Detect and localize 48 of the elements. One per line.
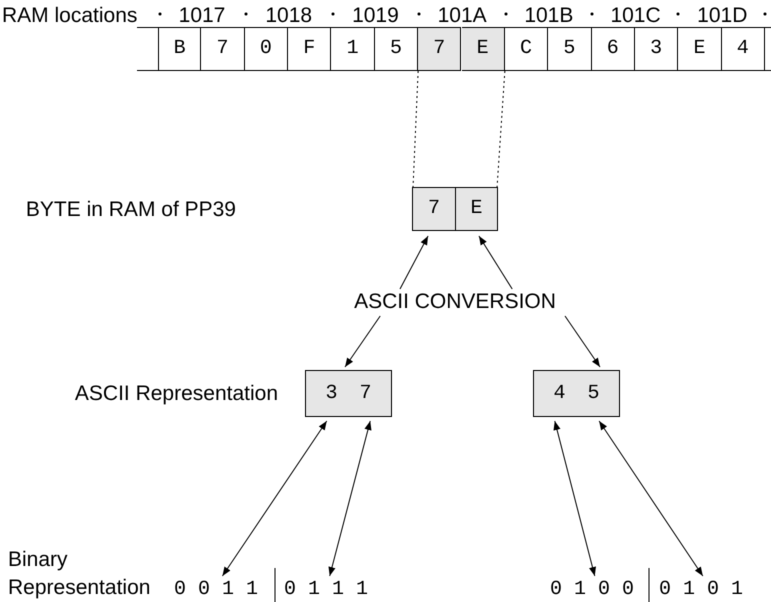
arrow [400, 236, 429, 290]
memory-cell: 6 [592, 27, 635, 71]
address-label: 1019 [351, 3, 400, 29]
byte-cell: E [456, 188, 497, 230]
binary-digits: 0 0 1 1 [170, 577, 262, 602]
memory-cell: 0 [244, 27, 288, 71]
memory-cell: 5 [374, 27, 418, 71]
memory-cell: 5 [548, 27, 592, 71]
dotted-guide-line [412, 70, 419, 188]
address-label: 101B [523, 3, 574, 29]
memory-cell: E [462, 27, 505, 71]
arrow [598, 420, 704, 576]
memory-cell: 4 [722, 27, 765, 71]
address-label: 1018 [264, 3, 314, 29]
memory-cell: 3 [634, 27, 678, 71]
ascii-digit: 3 [325, 380, 338, 406]
arrow [344, 316, 381, 368]
memory-cell: 7 [201, 27, 245, 71]
ascii-digit: 5 [588, 380, 600, 406]
byte-cell: 7 [413, 188, 456, 230]
ascii-digit: 4 [553, 380, 566, 406]
ascii-digit: 7 [360, 380, 372, 406]
ascii-box [305, 370, 392, 417]
arrow [222, 420, 328, 576]
binary-digits: 0 1 1 1 [280, 577, 372, 602]
binary-digits: 0 1 0 1 [655, 577, 747, 602]
memory-cell: B [158, 27, 202, 71]
address-label: 101D [696, 3, 748, 29]
dotted-guide-line [496, 70, 506, 188]
row-label: ASCII Representation [74, 381, 278, 407]
arrow [564, 316, 600, 368]
memory-cell: C [504, 27, 548, 71]
row-label: Binary Representation [8, 547, 152, 601]
address-label: 1017 [178, 3, 226, 29]
byte-box [412, 187, 498, 231]
memory-cell: F [288, 27, 332, 71]
memory-cell: E [678, 27, 722, 71]
binary-digits: 0 1 0 0 [546, 577, 638, 602]
ascii-box [533, 370, 620, 417]
memory-cell: 7 [418, 27, 462, 71]
arrow [328, 420, 372, 576]
address-label: 101C [609, 3, 662, 29]
memory-cell: 1 [331, 27, 375, 71]
address-label: 101A [436, 3, 488, 29]
arrow [554, 420, 596, 576]
row-label: BYTE in RAM of PP39 [24, 197, 236, 223]
row-label: RAM locations [2, 3, 138, 29]
arrow [478, 236, 513, 290]
